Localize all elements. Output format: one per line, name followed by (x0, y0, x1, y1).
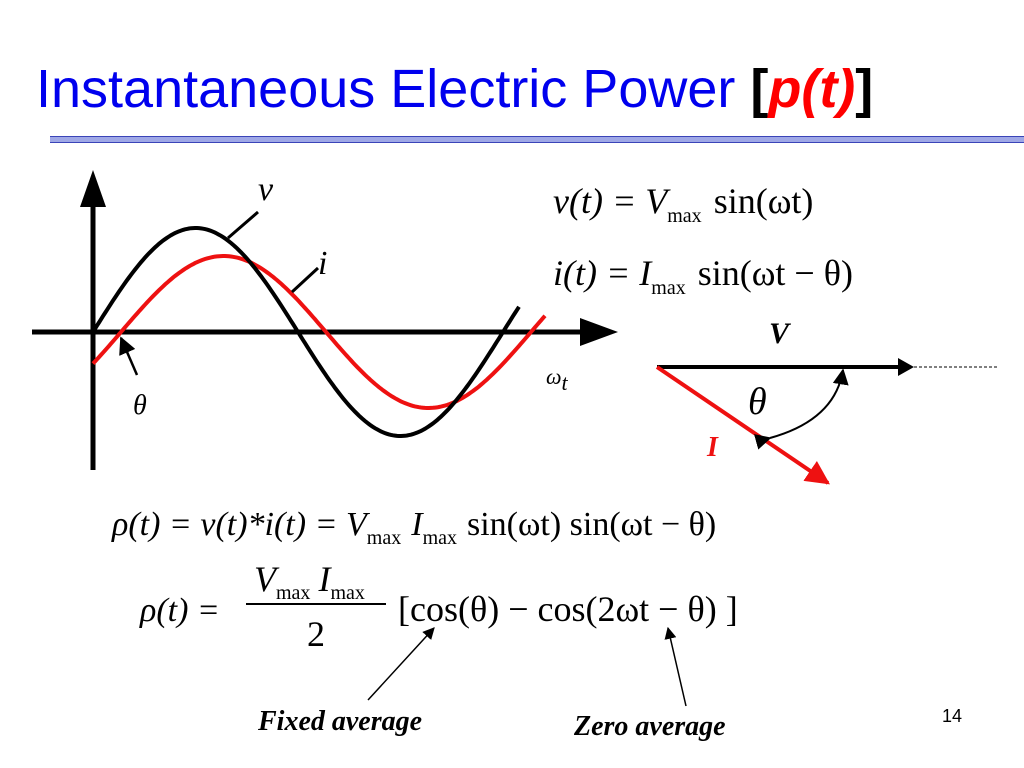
y-axis-arrowhead (80, 170, 106, 207)
p2-num-a: V (254, 559, 280, 599)
v-pointer-line (227, 210, 259, 240)
i-eq-lhs: i(t) = I (553, 253, 653, 293)
i-eq-sub: max (651, 277, 685, 299)
theta-pointer-line (119, 336, 139, 376)
p2-num-sub-1: max (276, 582, 310, 604)
p2-denominator: 2 (307, 614, 325, 654)
zero-average-arrow (664, 626, 687, 707)
voltage-wave (91, 226, 521, 438)
omega-symbol: ω (546, 364, 562, 389)
i-pointer-line (290, 266, 320, 294)
page-number: 14 (942, 706, 963, 726)
p1-part-a: ρ(t) = v(t)*i(t) = V (111, 506, 371, 543)
p1-part-c: sin(ωt) sin(ωt − θ) (467, 506, 716, 543)
phasor-V-label: V (769, 317, 792, 350)
phase-angle-arc (753, 368, 849, 450)
i-label: i (318, 245, 327, 282)
theta-label: θ (133, 390, 147, 421)
current-phasor (655, 365, 830, 485)
p1-sub-2: max (423, 527, 457, 549)
svg-text:ρ(t) =: ρ(t) = (139, 592, 220, 629)
voltage-phasor-arrowhead (898, 358, 914, 376)
p2-rhs: [cos(θ) − cos(2ωt − θ) ] (398, 589, 738, 629)
x-axis-arrowhead (580, 318, 618, 346)
p1-sub-1: max (367, 527, 401, 549)
title-open-bracket: [ (750, 59, 769, 119)
omega-t-label: ωt (546, 364, 569, 395)
title-text: Instantaneous Electric Power (36, 59, 751, 119)
p2-lhs: ρ(t) = (139, 592, 220, 629)
v-eq-rhs: sin(ωt) (714, 181, 814, 221)
voltage-equation: v(t) = Vmax sin(ωt) (553, 181, 813, 227)
t-symbol: t (562, 370, 569, 395)
p1-part-b: I (410, 506, 424, 543)
phasor-diagram: V I θ (655, 317, 997, 485)
v-eq-sub: max (667, 205, 701, 227)
current-wave (91, 254, 547, 410)
title-power-symbol: p(t) (768, 59, 856, 119)
fixed-average-arrow (367, 627, 435, 701)
zero-average-label: Zero average (573, 711, 726, 742)
p2-num-b: I (317, 559, 332, 599)
i-eq-rhs: sin(ωt − θ) (698, 253, 853, 293)
v-eq-lhs: v(t) = V (553, 181, 671, 221)
fixed-average-label: Fixed average (257, 706, 422, 737)
phasor-I-label: I (706, 432, 719, 463)
current-equation: i(t) = Imax sin(ωt − θ) (553, 253, 853, 299)
waveform-plot: v i θ ωt (32, 170, 618, 470)
title-underline (50, 136, 1024, 143)
title-close-bracket: ] (855, 59, 874, 119)
slide-title: Instantaneous Electric Power [p(t)] (36, 62, 873, 116)
phasor-theta-label: θ (748, 381, 767, 423)
v-label: v (258, 171, 274, 208)
p2-num-sub-2: max (330, 582, 364, 604)
